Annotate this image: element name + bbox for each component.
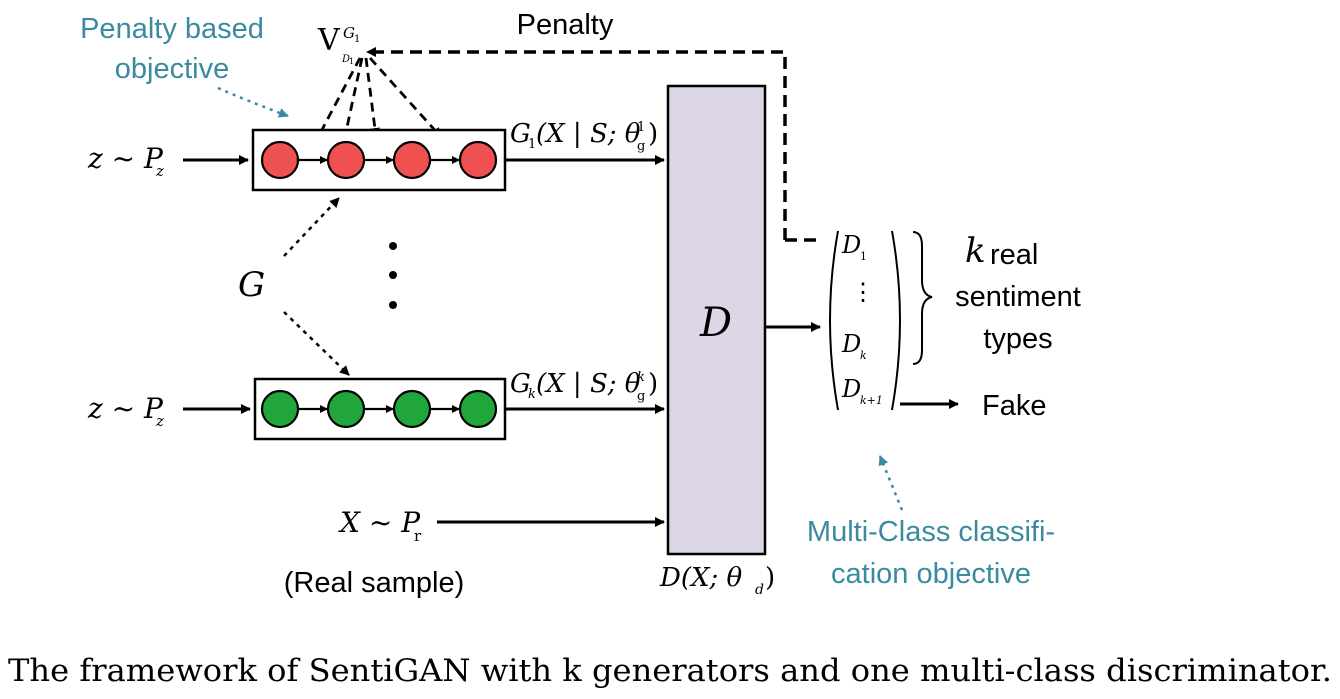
d-output-label: D(X; θ [659, 563, 743, 593]
g-to-generator-1-arrow [283, 197, 340, 257]
output-vdots: ⋮ [851, 278, 875, 306]
v-sub: D [341, 54, 350, 65]
sentiment-label: sentiment [955, 281, 1081, 313]
generator-1-node-4 [458, 140, 498, 180]
generator-1-node-3 [392, 140, 432, 180]
generator-1-node-2 [326, 140, 366, 180]
v-sup: G [343, 24, 355, 42]
discriminator-label: D [699, 300, 732, 346]
gk-output-base: G [510, 369, 531, 399]
generator-k-node-3 [392, 389, 432, 429]
v-to-node3-arrow [364, 57, 380, 138]
gk-output-theta-sub: g [637, 389, 645, 404]
ellipsis-dot-3 [389, 301, 397, 309]
g1-output-theta-sub: g [637, 139, 645, 154]
output-dk1-sub: k+1 [860, 394, 883, 407]
v-to-node1-arrow [314, 57, 362, 142]
g1-output-base: G [510, 119, 531, 149]
g1-output-close: ) [648, 119, 658, 149]
v-to-node2-arrow [341, 57, 364, 142]
k-real-k: k [965, 231, 986, 271]
gk-output-args: (X | S; θ [536, 369, 641, 399]
x-input-sub: r [414, 527, 422, 545]
vector-left-paren [829, 230, 839, 411]
output-dk: D [841, 330, 861, 358]
generator-k-node-1 [260, 389, 300, 429]
ellipsis-dot-1 [389, 242, 397, 250]
gk-output-theta-sup: k [637, 370, 645, 385]
penalty-feedback-path [366, 47, 787, 240]
output-dk-sub: k [860, 349, 867, 362]
k-real-word: real [990, 239, 1038, 271]
gk-output-sub: k [528, 387, 536, 402]
penalty-based-label-line2: objective [115, 53, 229, 85]
v-sub-sub: 1 [349, 57, 354, 66]
zk-input-sub: z [155, 412, 164, 430]
zk-input-label: z ~ P [87, 392, 164, 425]
generator-k-node-2 [326, 389, 366, 429]
figure-caption: The framework of SentiGAN with k generat… [8, 653, 1332, 689]
multiclass-label-line2: cation objective [831, 558, 1031, 590]
d-output-sub: d [755, 582, 764, 598]
d-output-close: ) [765, 563, 775, 593]
v-to-node4-arrow [368, 57, 443, 138]
multiclass-label-line1: Multi-Class classifi- [807, 516, 1055, 548]
g1-output-theta-sup: 1 [637, 120, 645, 135]
z1-input-sub: z [155, 162, 164, 180]
output-dk1: D [841, 375, 861, 403]
penalty-objective-pointer [217, 86, 289, 118]
generator-k-node-4 [458, 389, 498, 429]
penalty-based-label-line1: Penalty based [80, 13, 264, 45]
g-to-generator-k-arrow [283, 311, 350, 376]
g1-output-sub: 1 [528, 137, 536, 152]
real-sample-label: (Real sample) [284, 567, 465, 599]
ellipsis-dot-2 [389, 271, 397, 279]
fake-label: Fake [982, 390, 1046, 422]
v-penalty-symbol: V [317, 23, 341, 58]
g-label: G [238, 265, 265, 305]
v-sup-sub: 1 [354, 34, 360, 45]
types-label: types [983, 323, 1052, 355]
discriminator-box [666, 84, 767, 556]
generator-1-node-1 [260, 140, 300, 180]
multiclass-objective-pointer [878, 455, 904, 511]
penalty-label: Penalty [517, 9, 614, 41]
sentiment-brace [912, 231, 933, 365]
output-d1: D [841, 231, 861, 259]
gk-output-close: ) [648, 369, 658, 399]
x-input-label: X ~ P [338, 506, 421, 539]
vector-right-paren [891, 230, 901, 411]
output-d1-sub: 1 [860, 250, 867, 263]
g1-output-args: (X | S; θ [536, 119, 641, 149]
z1-input-label: z ~ P [87, 142, 164, 175]
